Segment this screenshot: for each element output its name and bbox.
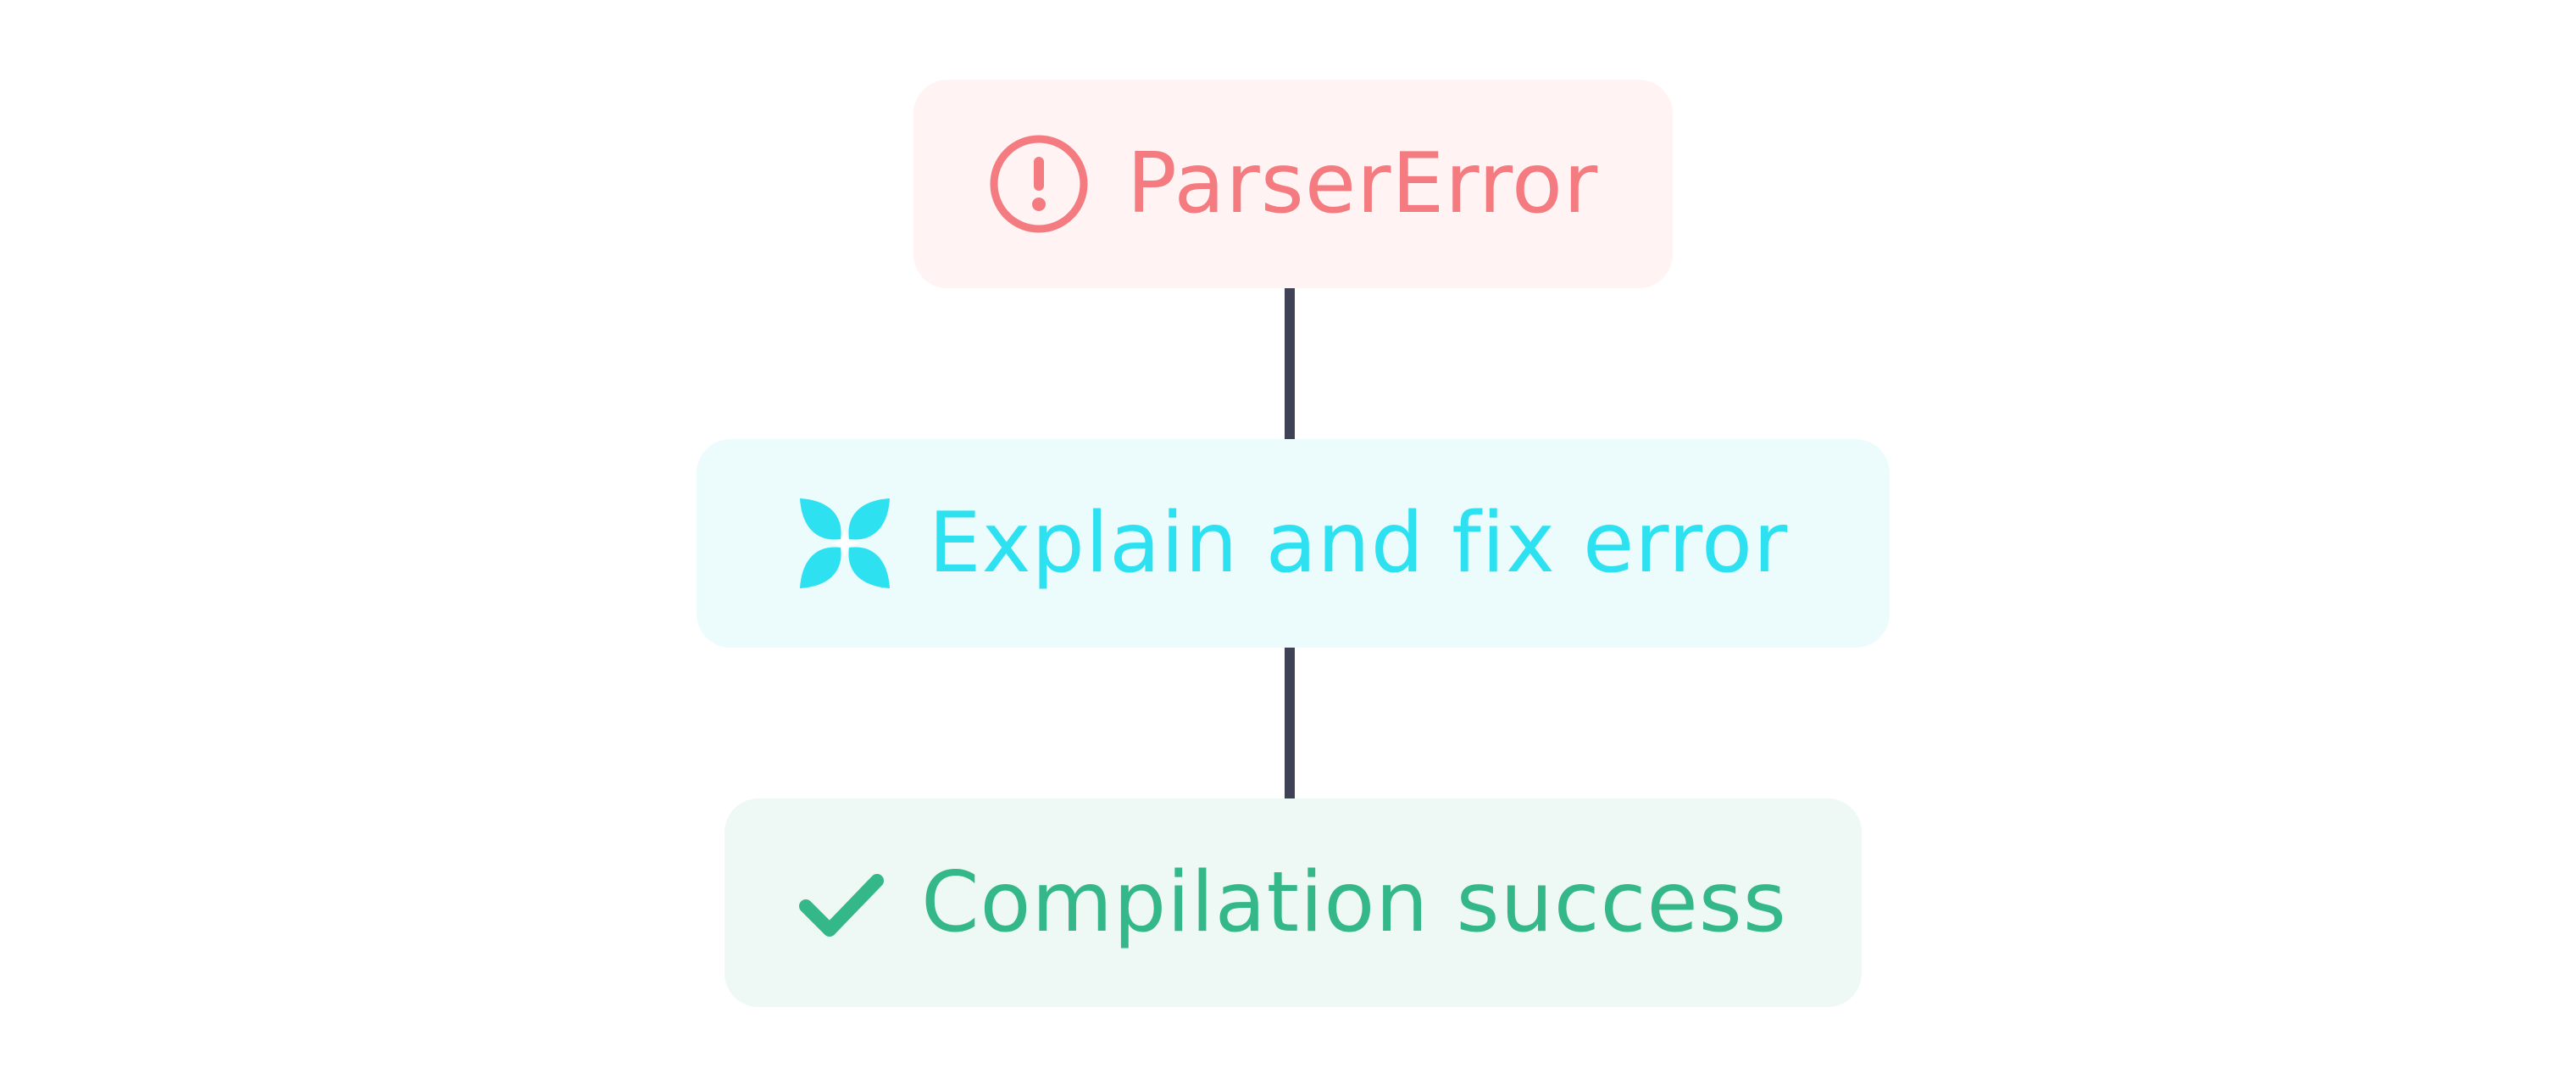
alert-circle-icon bbox=[988, 133, 1090, 235]
ai-sparkle-icon bbox=[798, 497, 891, 590]
explain-fix-node: Explain and fix error bbox=[697, 439, 1890, 648]
explain-fix-label: Explain and fix error bbox=[928, 495, 1789, 592]
connector-fix-to-success bbox=[1285, 646, 1295, 798]
check-icon bbox=[799, 860, 885, 945]
parser-error-node: ParserError bbox=[913, 80, 1673, 288]
connector-error-to-fix bbox=[1285, 287, 1295, 439]
parser-error-label: ParserError bbox=[1126, 136, 1599, 232]
compilation-success-label: Compilation success bbox=[921, 854, 1787, 951]
compilation-success-node: Compilation success bbox=[724, 798, 1862, 1007]
